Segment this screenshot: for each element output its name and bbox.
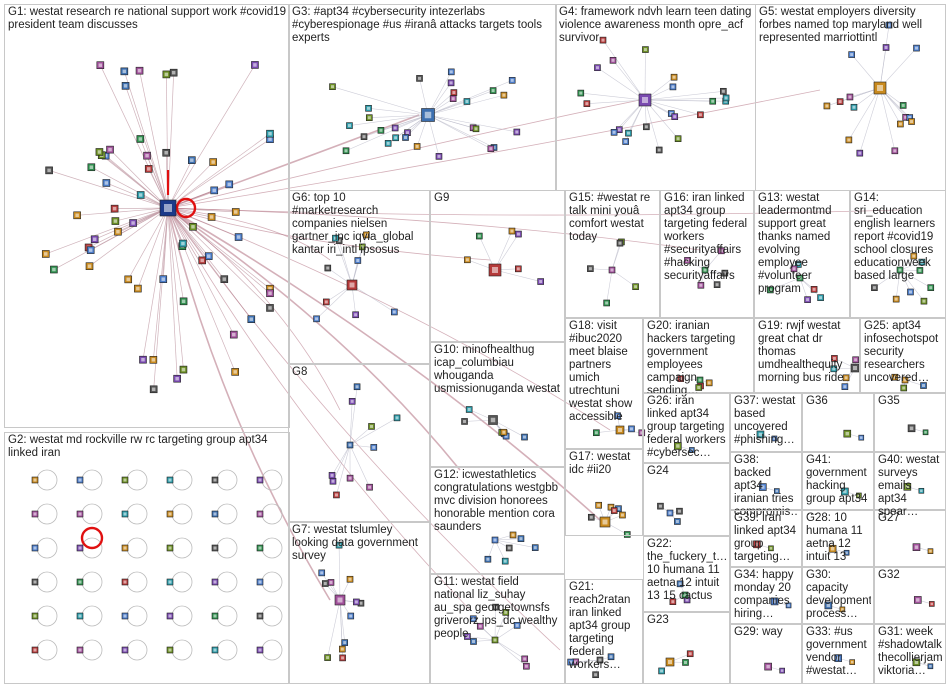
- group-box-g23: G23: [643, 612, 730, 684]
- group-box-g2: G2: westat md rockville rw rc targeting …: [4, 432, 290, 684]
- group-box-g1: G1: westat research re national support …: [4, 4, 290, 428]
- group-box-g21: G21: reach2ratan iran linked apt34 group…: [565, 579, 643, 684]
- group-label-g6: G6: top 10 #marketresearch companies nie…: [292, 192, 427, 257]
- group-box-g9: G9: [430, 190, 565, 342]
- group-label-g14: G14: sri_education english learners repo…: [854, 192, 943, 283]
- group-box-g11: G11: westat field national liz_suhay au_…: [430, 574, 565, 684]
- group-box-g16: G16: iran linked apt34 group targeting f…: [660, 190, 754, 318]
- group-box-g39: G39: iran linked apt34 group targeting…: [730, 510, 802, 567]
- group-label-g18: G18: visit #ibuc2020 meet blaise partner…: [569, 320, 640, 424]
- group-box-g10: G10: minofhealthug icap_columbiau whouga…: [430, 342, 565, 467]
- group-box-g12: G12: icwestathletics congratulations wes…: [430, 467, 565, 574]
- group-label-g35: G35: [878, 395, 943, 408]
- group-label-g2: G2: westat md rockville rw rc targeting …: [8, 434, 287, 460]
- group-label-g8: G8: [292, 366, 427, 379]
- group-label-g33: G33: #us government vendor #westat…: [806, 626, 871, 678]
- group-label-g13: G13: westat leadermontmd support great t…: [758, 192, 847, 296]
- group-box-g35: G35: [874, 393, 946, 452]
- group-box-g22: G22: the_fuckery_t… 10 humana 11 aetna 1…: [643, 536, 730, 612]
- group-box-g32: G32: [874, 567, 946, 624]
- group-label-g4: G4: framework ndvh learn teen dating vio…: [559, 6, 753, 45]
- group-label-g24: G24: [647, 465, 727, 478]
- group-box-g29: G29: way: [730, 624, 802, 684]
- group-box-g40: G40: westat surveys emails apt34 spear…: [874, 452, 946, 510]
- group-box-g18: G18: visit #ibuc2020 meet blaise partner…: [565, 318, 643, 449]
- group-label-g39: G39: iran linked apt34 group targeting…: [734, 512, 799, 564]
- group-label-g16: G16: iran linked apt34 group targeting f…: [664, 192, 751, 283]
- group-box-g20: G20: iranian hackers targeting governmen…: [643, 318, 754, 393]
- group-label-g3: G3: #apt34 #cybersecurity intezerlabs #c…: [292, 6, 554, 45]
- group-label-g30: G30: capacity development process…: [806, 569, 871, 621]
- group-box-g41: G41: government hacking group apt34 …: [802, 452, 874, 510]
- group-label-g5: G5: westat employers diversity forbes na…: [759, 6, 943, 45]
- group-label-g37: G37: westat based uncovered #phishing…: [734, 395, 799, 447]
- group-box-g15: G15: #westat re talk mini youâ comfort w…: [565, 190, 660, 318]
- group-box-g26: G26: iran linked apt34 group targeting f…: [643, 393, 730, 463]
- group-box-g33: G33: #us government vendor #westat…: [802, 624, 874, 684]
- group-label-g1: G1: westat research re national support …: [8, 6, 287, 32]
- group-box-g4: G4: framework ndvh learn teen dating vio…: [555, 4, 756, 191]
- group-label-g26: G26: iran linked apt34 group targeting f…: [647, 395, 727, 460]
- group-box-g38: G38: backed apt34 iranian tries compromi…: [730, 452, 802, 510]
- group-box-g36: G36: [802, 393, 874, 452]
- group-label-g11: G11: westat field national liz_suhay au_…: [434, 576, 562, 641]
- group-label-g41: G41: government hacking group apt34 …: [806, 454, 871, 519]
- group-label-g31: G31: week #shadowtalk thecollierjam vikt…: [878, 626, 943, 678]
- group-box-g7: G7: westat tslumley looking data governm…: [288, 522, 430, 684]
- group-label-g40: G40: westat surveys emails apt34 spear…: [878, 454, 943, 519]
- group-box-g6: G6: top 10 #marketresearch companies nie…: [288, 190, 430, 364]
- group-box-g34: G34: happy monday 20 companies hiring…: [730, 567, 802, 624]
- group-box-g31: G31: week #shadowtalk thecollierjam vikt…: [874, 624, 946, 684]
- group-box-g37: G37: westat based uncovered #phishing…: [730, 393, 802, 452]
- group-box-g30: G30: capacity development process…: [802, 567, 874, 624]
- group-box-g24: G24: [643, 463, 730, 536]
- group-label-g17: G17: westat idc #ii20: [569, 451, 640, 477]
- group-label-g32: G32: [878, 569, 943, 582]
- group-box-g17: G17: westat idc #ii20: [565, 449, 643, 536]
- group-label-g22: G22: the_fuckery_t… 10 humana 11 aetna 1…: [647, 538, 727, 603]
- group-label-g20: G20: iranian hackers targeting governmen…: [647, 320, 751, 398]
- group-label-g29: G29: way: [734, 626, 799, 639]
- group-label-g28: G28: 10 humana 11 aetna 12 intuit 13: [806, 512, 871, 564]
- group-label-g10: G10: minofhealthug icap_columbiau whouga…: [434, 344, 562, 396]
- group-box-g13: G13: westat leadermontmd support great t…: [754, 190, 850, 318]
- group-label-g23: G23: [647, 614, 727, 627]
- group-box-g25: G25: apt34 infosechotspot security resea…: [860, 318, 946, 393]
- group-label-g34: G34: happy monday 20 companies hiring…: [734, 569, 799, 621]
- group-label-g7: G7: westat tslumley looking data governm…: [292, 524, 427, 563]
- group-label-g12: G12: icwestathletics congratulations wes…: [434, 469, 562, 534]
- group-box-g8: G8: [288, 364, 430, 522]
- group-label-g36: G36: [806, 395, 871, 408]
- group-label-g19: G19: rwjf westat great chat dr thomas um…: [758, 320, 857, 385]
- group-box-g14: G14: sri_education english learners repo…: [850, 190, 946, 318]
- group-box-g19: G19: rwjf westat great chat dr thomas um…: [754, 318, 860, 393]
- group-box-g5: G5: westat employers diversity forbes na…: [755, 4, 946, 191]
- group-box-g3: G3: #apt34 #cybersecurity intezerlabs #c…: [288, 4, 557, 191]
- group-label-g15: G15: #westat re talk mini youâ comfort w…: [569, 192, 657, 244]
- group-label-g9: G9: [434, 192, 562, 205]
- group-label-g21: G21: reach2ratan iran linked apt34 group…: [569, 581, 640, 672]
- group-label-g25: G25: apt34 infosechotspot security resea…: [864, 320, 943, 385]
